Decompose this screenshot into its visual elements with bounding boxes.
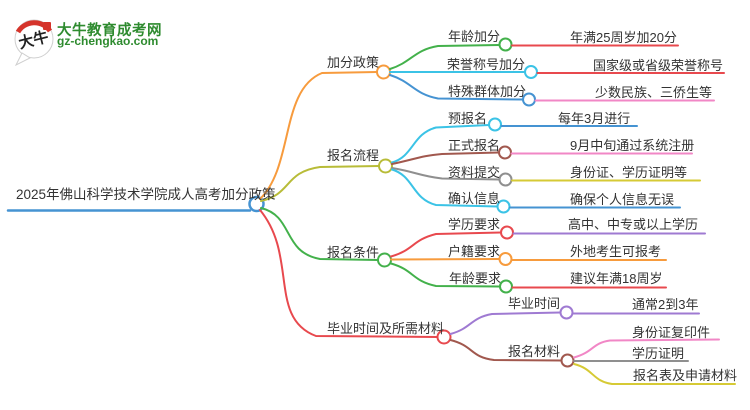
child-line xyxy=(391,167,501,181)
child-node-circle[interactable] xyxy=(524,65,538,79)
child-label[interactable]: 荣誉称号加分 xyxy=(447,57,526,72)
leaf-value[interactable]: 通常2到3年 xyxy=(632,297,699,312)
logo-mark: 大牛 xyxy=(14,19,54,67)
child-line xyxy=(390,258,501,261)
child-line xyxy=(390,231,502,258)
leaf-value[interactable]: 年满25周岁加20分 xyxy=(570,30,677,45)
branch-label[interactable]: 加分政策 xyxy=(327,55,380,70)
logo-title: 大牛教育成考网 xyxy=(57,23,162,39)
child-label[interactable]: 年龄要求 xyxy=(449,271,502,286)
child-label[interactable]: 特殊群体加分 xyxy=(448,84,527,99)
branch-label[interactable]: 报名条件 xyxy=(327,245,380,260)
child-node-circle[interactable] xyxy=(498,37,513,52)
branch-line xyxy=(260,165,380,202)
branch-node-circle[interactable] xyxy=(378,158,393,174)
leaf-value[interactable]: 报名表及申请材料 xyxy=(633,368,738,383)
child-line xyxy=(389,74,524,101)
site-logo: 大牛 大牛教育成考网 gz-chengkao.com xyxy=(0,0,220,80)
child-label[interactable]: 正式报名 xyxy=(448,138,501,153)
branch-node-circle[interactable] xyxy=(377,252,392,268)
child-line xyxy=(391,124,490,164)
branch-line xyxy=(259,71,378,200)
child-label[interactable]: 报名材料 xyxy=(508,344,561,359)
child-label[interactable]: 确认信息 xyxy=(448,191,501,206)
child-node-circle[interactable] xyxy=(496,199,511,214)
logo-seal-icon xyxy=(43,22,51,30)
logo-bubble-tail xyxy=(14,52,32,67)
leaf-value[interactable]: 高中、中专或以上学历 xyxy=(568,217,699,232)
grandchild-line xyxy=(573,363,736,385)
child-node-circle[interactable] xyxy=(499,279,513,294)
child-line xyxy=(449,339,563,362)
branch-line xyxy=(259,209,439,338)
leaf-value[interactable]: 身份证、学历证明等 xyxy=(570,165,688,180)
branch-label[interactable]: 毕业时间及所需材料 xyxy=(327,321,445,336)
child-line xyxy=(389,44,501,70)
child-line xyxy=(391,151,500,165)
child-node-circle[interactable] xyxy=(498,252,513,266)
child-line xyxy=(390,262,501,288)
grandchild-line xyxy=(573,338,720,359)
child-label[interactable]: 学历要求 xyxy=(448,217,501,232)
child-node-circle[interactable] xyxy=(488,117,502,132)
root-topic[interactable]: 2025年佛山科学技术学院成人高考加分政策 xyxy=(16,187,276,202)
leaf-value[interactable]: 少数民族、三侨生等 xyxy=(595,85,713,100)
child-node-circle[interactable] xyxy=(560,353,575,368)
leaf-value[interactable]: 国家级或省级荣誉称号 xyxy=(593,58,724,73)
leaf-value[interactable]: 建议年满18周岁 xyxy=(570,271,663,286)
child-label[interactable]: 毕业时间 xyxy=(508,296,561,311)
branch-line xyxy=(260,207,379,261)
child-node-circle[interactable] xyxy=(498,172,513,187)
child-label[interactable]: 预报名 xyxy=(448,111,488,126)
child-label[interactable]: 资料提交 xyxy=(448,165,501,180)
leaf-value[interactable]: 每年3月进行 xyxy=(558,111,631,126)
branch-node-circle[interactable] xyxy=(436,329,452,345)
leaf-value[interactable]: 学历证明 xyxy=(632,346,685,361)
child-node-circle[interactable] xyxy=(498,145,512,160)
child-label[interactable]: 年龄加分 xyxy=(448,29,501,44)
child-line xyxy=(449,311,562,335)
leaf-value[interactable]: 身份证复印件 xyxy=(632,325,711,340)
child-line xyxy=(391,168,499,208)
leaf-value[interactable]: 外地考生可报考 xyxy=(570,244,662,259)
root-node-circle[interactable] xyxy=(248,195,265,213)
logo-url: gz-chengkao.com xyxy=(57,34,159,48)
child-node-circle[interactable] xyxy=(522,92,536,107)
branch-label[interactable]: 报名流程 xyxy=(327,148,380,163)
leaf-value[interactable]: 确保个人信息无误 xyxy=(570,192,675,207)
leaf-value[interactable]: 9月中旬通过系统注册 xyxy=(570,138,695,153)
child-label[interactable]: 户籍要求 xyxy=(448,244,501,259)
child-node-circle[interactable] xyxy=(559,305,574,320)
child-node-circle[interactable] xyxy=(500,225,514,240)
